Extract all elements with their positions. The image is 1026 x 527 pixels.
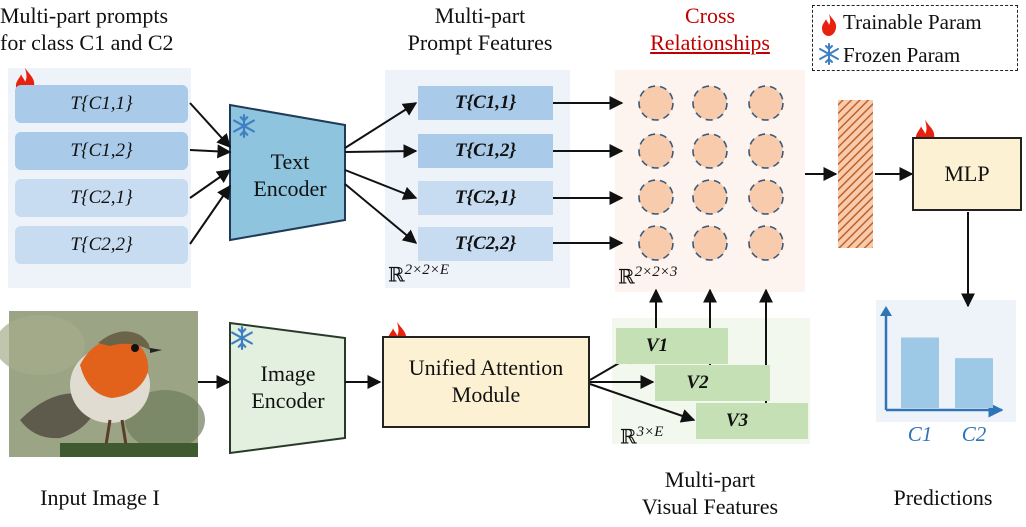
feature-c2-1: T{C2,1} [418, 181, 553, 215]
visual-features-caption: Multi-part Visual Features [610, 466, 810, 520]
arrow-encoder-feature1 [344, 102, 418, 149]
legend-fire-icon [822, 14, 837, 36]
cross-title: Cross Relationships [615, 2, 805, 56]
prompt-features-dim-sup: 2×2×E [404, 262, 450, 278]
arrow-encoder-feature4 [344, 183, 418, 244]
feature-c2-2: T{C2,2} [418, 227, 553, 261]
arrow-prompt2-encoder [189, 144, 232, 159]
arrow-encoder-feature2 [344, 144, 418, 159]
attention-line1: Unified Attention [408, 355, 564, 380]
prompt-c2-1: T{C2,1} [15, 179, 188, 217]
feature-c1-2-label: T{C1,2} [454, 140, 517, 161]
image-encoder-shape [229, 321, 346, 455]
prediction-bar-c1 [901, 337, 939, 408]
text-encoder-line1: Text [270, 149, 310, 174]
feature-c1-1-label: T{C1,1} [454, 92, 517, 113]
prompt-features-dim-base: ℝ [388, 264, 405, 287]
legend-trainable-label: Trainable Param [843, 10, 982, 34]
prompt-c2-1-label: T{C2,1} [70, 187, 133, 208]
prediction-category-c2: C2 [961, 422, 987, 446]
prompt-c1-1-label: T{C1,1} [70, 93, 133, 114]
legend-frozen-label: Frozen Param [843, 43, 961, 67]
prompt-c2-2: T{C2,2} [15, 226, 188, 264]
arrow-prompt4-encoder [189, 184, 231, 245]
visual-features-dim-sup: 3×E [636, 424, 664, 440]
visual-feature-v3-label: V3 [725, 410, 749, 431]
image-encoder-snowflake-icon [231, 326, 253, 350]
predictions-caption: Predictions [893, 485, 993, 510]
attention-line2: Module [451, 382, 521, 407]
text-encoder-snowflake-icon [233, 114, 255, 138]
visual-features-dim: ℝ3×E [620, 424, 663, 450]
feature-c2-1-label: T{C2,1} [454, 187, 517, 208]
attention-module: Unified Attention Module [382, 336, 590, 428]
prompts-title-line2: for class C1 and C2 [0, 30, 174, 55]
prompt-c1-1: T{C1,1} [15, 85, 188, 123]
mlp-label: MLP [944, 161, 990, 186]
feature-c2-2-label: T{C2,2} [454, 233, 517, 254]
input-image-caption: Input Image I [40, 485, 160, 510]
prompt-features-title-line2: Prompt Features [407, 30, 553, 55]
visual-feature-v2: V2 [655, 365, 770, 401]
visual-features-caption-line2: Visual Features [641, 494, 779, 519]
text-encoder-line2: Encoder [253, 176, 327, 201]
cross-dim-sup: 2×2×3 [634, 264, 678, 280]
arrow-prompt1-encoder [189, 102, 231, 149]
prediction-category-c1: C1 [907, 422, 933, 446]
prompt-c2-2-label: T{C2,2} [70, 234, 133, 255]
cross-title-line1: Cross [684, 3, 736, 28]
arrow-encoder-feature3 [344, 169, 418, 200]
feature-c1-1: T{C1,1} [418, 86, 553, 120]
visual-feature-v3: V3 [696, 403, 808, 439]
prompts-title: Multi-part prompts for class C1 and C2 [0, 2, 232, 56]
text-encoder-label: Text Encoder [240, 148, 340, 202]
relationship-circles [638, 85, 784, 261]
bird-image [0, 311, 205, 457]
image-encoder-line1: Image [260, 361, 316, 386]
cross-title-line2: Relationships [650, 30, 770, 55]
visual-feature-v2-label: V2 [686, 372, 709, 393]
flattened-vector [838, 100, 873, 248]
prompt-c1-2: T{C1,2} [15, 132, 188, 170]
prompt-features-dim: ℝ2×2×E [388, 262, 449, 288]
cross-dim: ℝ2×2×3 [618, 264, 677, 290]
visual-feature-v1: V1 [616, 328, 728, 364]
prediction-bar-c2 [955, 358, 993, 408]
arrow-prompt3-encoder [189, 169, 232, 199]
legend: Trainable Param Frozen Param [812, 5, 1018, 71]
cross-dim-base: ℝ [618, 266, 635, 289]
predictions-y-arrowhead [880, 306, 892, 316]
legend-snowflake-icon [819, 43, 839, 65]
arrow-attention-v3 [589, 383, 696, 423]
image-encoder-line2: Encoder [251, 388, 325, 413]
visual-features-dim-base: ℝ [620, 426, 637, 449]
prompts-title-line1: Multi-part prompts [0, 3, 169, 28]
prompt-features-title-line1: Multi-part [434, 3, 526, 28]
prompt-features-title: Multi-part Prompt Features [390, 2, 570, 56]
visual-features-caption-line1: Multi-part [664, 467, 756, 492]
prompt-c1-2-label: T{C1,2} [70, 140, 133, 161]
image-encoder-label: Image Encoder [238, 360, 338, 414]
visual-feature-v1-label: V1 [645, 335, 669, 356]
feature-c1-2: T{C1,2} [418, 134, 553, 168]
mlp-box: MLP [912, 137, 1022, 211]
